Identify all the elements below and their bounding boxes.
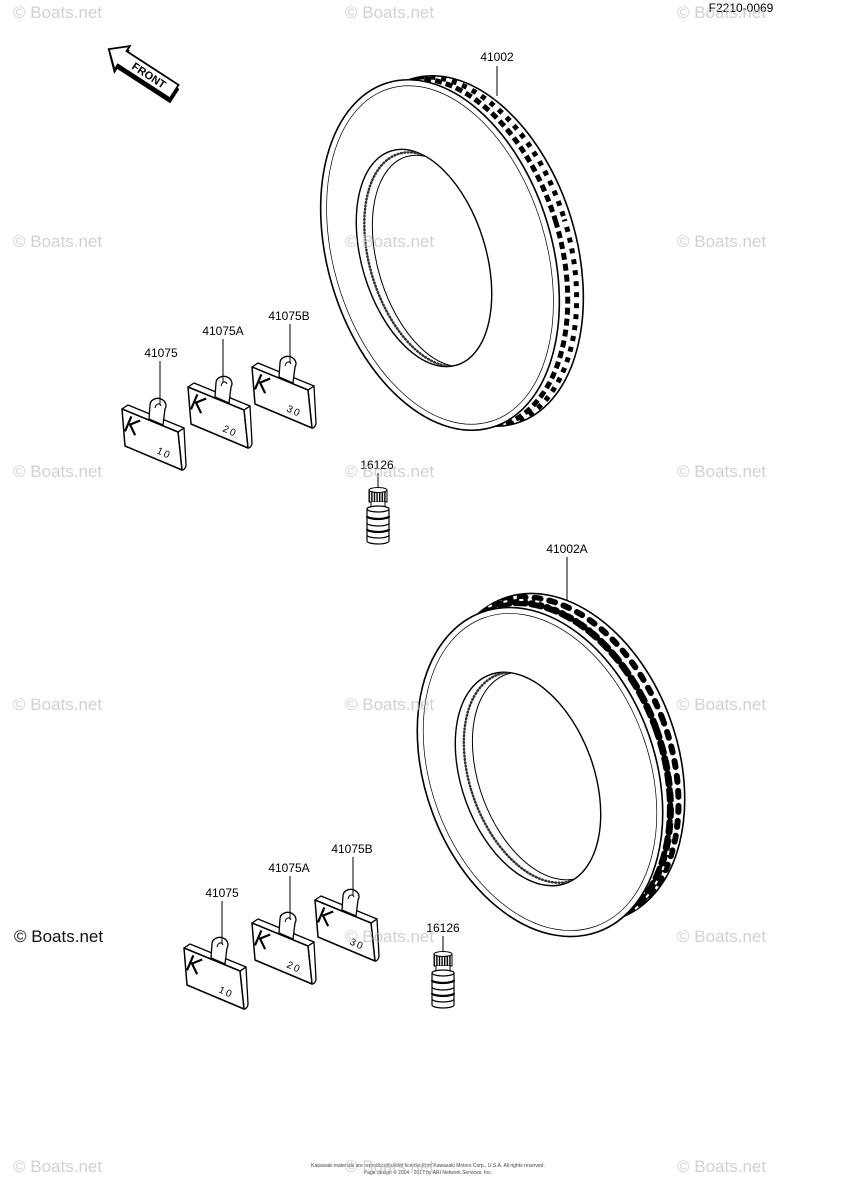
air-valve-shape [430,950,456,1010]
watermark: © Boats.net [13,462,102,481]
balance-weight-lower-b: 20 [250,911,318,986]
balance-weight-shape [313,888,381,963]
callout-valve-lower[interactable]: 16126 [426,921,460,935]
front-direction-arrow: FRONT [107,44,180,104]
tire-inner-hole [355,148,493,368]
tread-row [335,74,580,430]
watermarks: © Boats.net © Boats.net © Boats.net © Bo… [13,3,766,1176]
air-valve-upper [365,486,391,546]
balance-weight-shape [182,936,250,1011]
watermark: © Boats.net [677,462,766,481]
watermark-dark: © Boats.net [14,927,103,946]
watermark: © Boats.net [677,927,766,946]
tire-lower [416,592,686,938]
watermark: © Boats.net [345,462,434,481]
watermark: © Boats.net [13,1157,102,1176]
footer-license: Kawasaki materials are reproduced under … [311,1163,545,1169]
tire-sidewall-line [422,613,658,931]
watermark: © Boats.net [345,927,434,946]
diagram-code: F2210-0069 [709,1,774,15]
footer-page-design: Page design © 2004 - 2017 by ARI Network… [364,1169,492,1176]
tire-sidewall-line [326,85,554,425]
balance-weight-lower-a: 10 [182,936,250,1011]
balance-weight-upper-a: 10 [120,397,188,472]
balance-weight-lower-c: 30 [313,888,381,963]
watermark: © Boats.net [345,232,434,251]
watermark: © Boats.net [13,695,102,714]
watermark: © Boats.net [345,3,434,22]
watermark: © Boats.net [677,3,766,22]
air-valve-shape [365,486,391,546]
callout-tire-upper[interactable]: 41002 [480,50,514,64]
callout-weight-upper-b[interactable]: 41075A [202,324,243,338]
callout-tire-lower[interactable]: 41002A [546,542,587,556]
balance-weight-shape [250,355,318,430]
callout-valve-upper[interactable]: 16126 [360,458,394,472]
callout-weight-lower-c[interactable]: 41075B [331,842,372,856]
watermark: © Boats.net [677,232,766,251]
watermark: © Boats.net [677,1157,766,1176]
balance-weight-upper-c: 30 [250,355,318,430]
watermark: © Boats.net [13,3,102,22]
balance-weight-shape [186,375,254,450]
watermark: © Boats.net [677,695,766,714]
callout-weight-lower-b[interactable]: 41075A [268,861,309,875]
air-valve-lower [430,950,456,1010]
callout-weight-lower-a[interactable]: 41075 [205,886,239,900]
watermark: © Boats.net [13,232,102,251]
balance-weight-upper-b: 20 [186,375,254,450]
watermark: © Boats.net [345,1157,434,1176]
front-arrow-shape [107,44,180,100]
callout-weight-upper-c[interactable]: 41075B [268,309,309,323]
balance-weight-shape [120,397,188,472]
watermark: © Boats.net [345,695,434,714]
balance-weight-shape [250,911,318,986]
callout-weight-upper-a[interactable]: 41075 [144,346,178,360]
tire-upper [319,74,585,432]
